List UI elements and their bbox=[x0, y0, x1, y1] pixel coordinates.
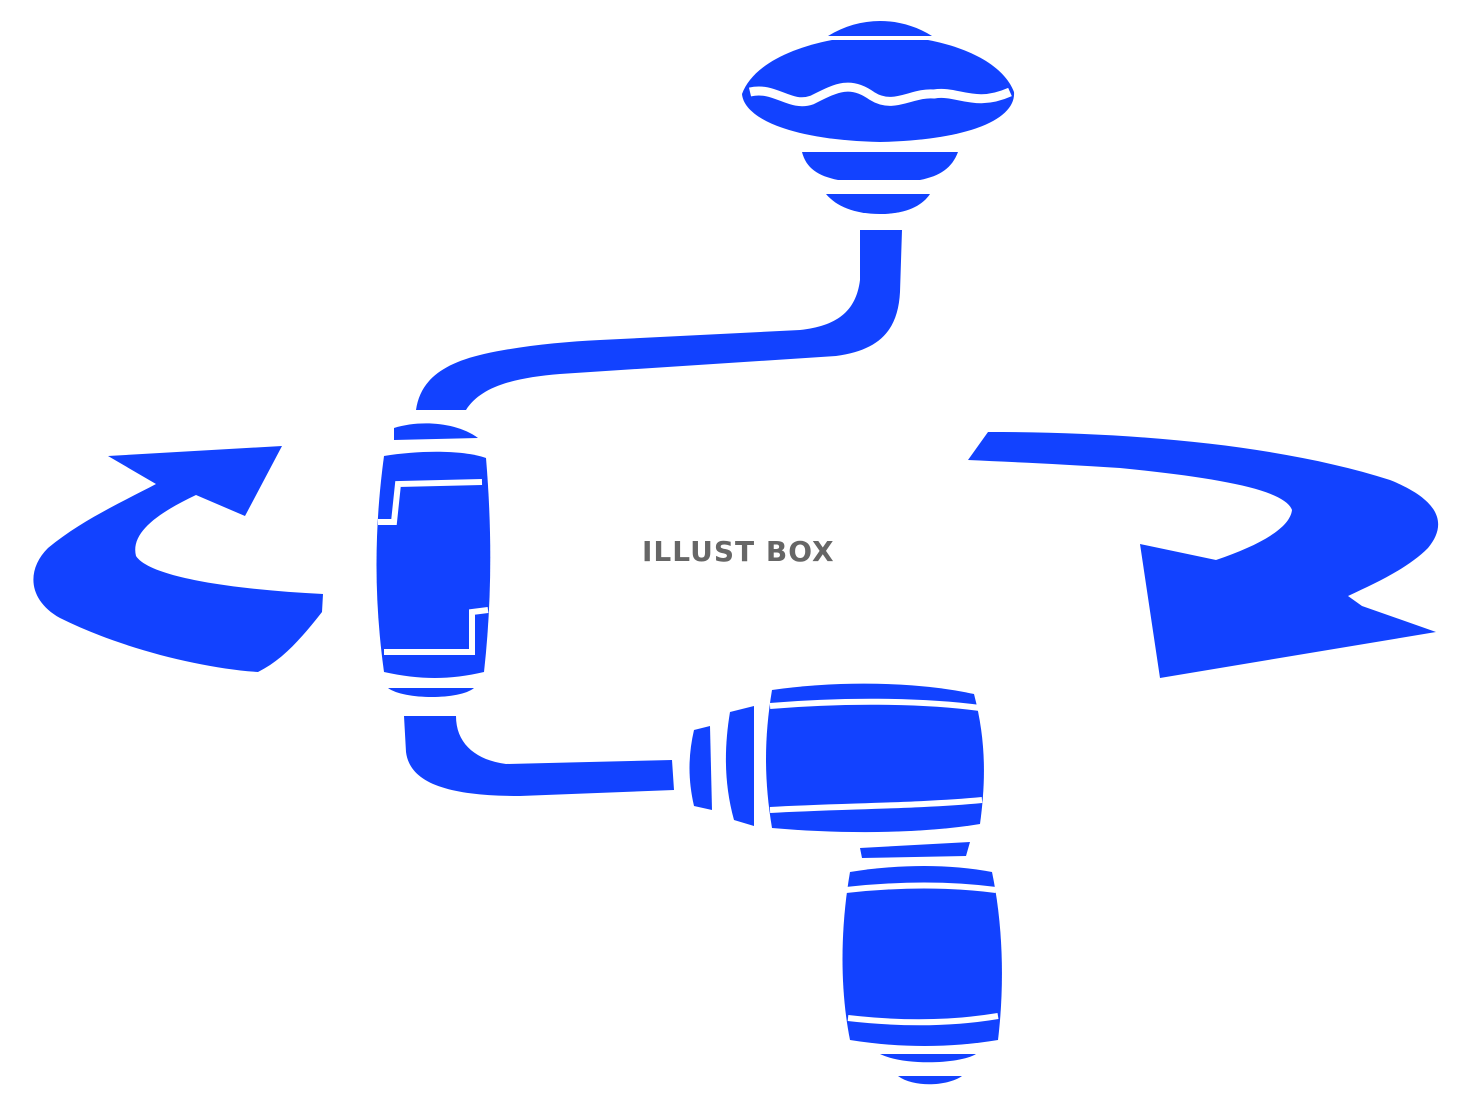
bit-tip-icon bbox=[898, 1076, 962, 1085]
knob-cap-icon bbox=[828, 21, 932, 36]
bit-detail-line bbox=[845, 882, 997, 893]
bit-ring-icon bbox=[860, 842, 970, 858]
bit-detail-line bbox=[847, 1013, 999, 1026]
chuck-ring-icon bbox=[725, 706, 754, 826]
barrel-detail-line bbox=[378, 479, 483, 525]
bit-body-icon bbox=[842, 866, 1002, 1046]
chuck-detail-line bbox=[769, 797, 983, 813]
chuck-body-icon bbox=[766, 683, 984, 833]
knob-wave-line bbox=[748, 82, 1012, 107]
barrel-ring-bottom-icon bbox=[388, 688, 474, 697]
knob-neck-icon bbox=[826, 194, 930, 214]
bit-ring-bottom-icon bbox=[880, 1054, 976, 1063]
crank-arm-icon bbox=[416, 230, 902, 410]
barrel-body-icon bbox=[376, 451, 491, 678]
watermark-text: ILLUST BOX bbox=[642, 535, 835, 568]
lower-shaft-icon bbox=[404, 716, 674, 796]
barrel-detail-line bbox=[384, 607, 489, 655]
chuck-detail-line bbox=[769, 698, 981, 711]
knob-top-icon bbox=[742, 40, 1015, 142]
barrel-ring-top-icon bbox=[394, 423, 478, 440]
chuck-ring-small-icon bbox=[689, 726, 712, 810]
knob-collar-icon bbox=[802, 152, 958, 180]
right-rotation-arrow-icon bbox=[968, 432, 1439, 678]
left-rotation-arrow-icon bbox=[33, 446, 323, 672]
